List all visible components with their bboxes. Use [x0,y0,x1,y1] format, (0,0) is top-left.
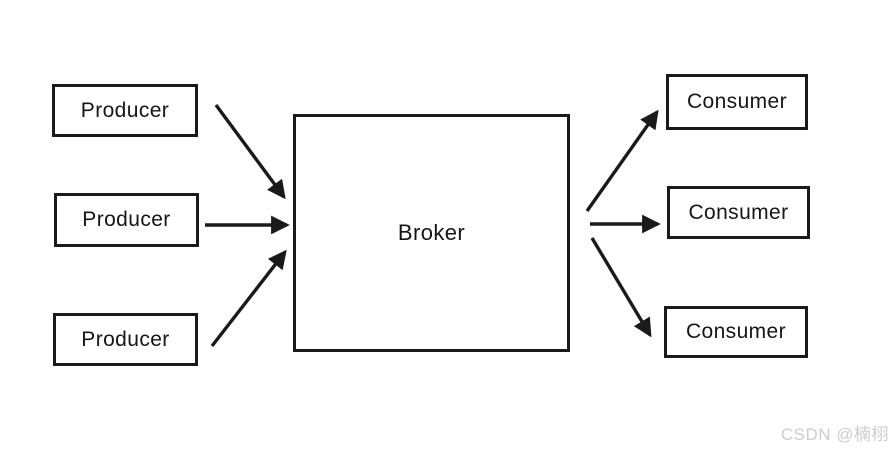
arrow-producer-1-to-broker [214,103,286,200]
consumer-3-box: Consumer [664,306,808,358]
arrow-broker-to-consumer-3 [590,237,652,338]
producer-1-label: Producer [80,98,170,122]
consumer-1-box: Consumer [666,74,808,130]
consumer-3-label: Consumer [685,320,787,343]
producer-2-box: Producer [54,193,199,247]
arrow-producer-3-to-broker [210,249,287,348]
producer-2-label: Producer [82,208,171,231]
watermark: CSDN @楠栩 [780,425,889,444]
consumer-2-box: Consumer [667,186,810,239]
broker-box: Broker [293,114,570,352]
consumer-1-label: Consumer [686,90,788,113]
producer-1-box: Producer [52,84,198,137]
broker-label: Broker [397,220,466,245]
consumer-2-label: Consumer [688,200,789,224]
producer-3-label: Producer [81,327,170,351]
arrow-broker-to-consumer-1 [585,109,659,212]
producer-3-box: Producer [53,313,198,366]
